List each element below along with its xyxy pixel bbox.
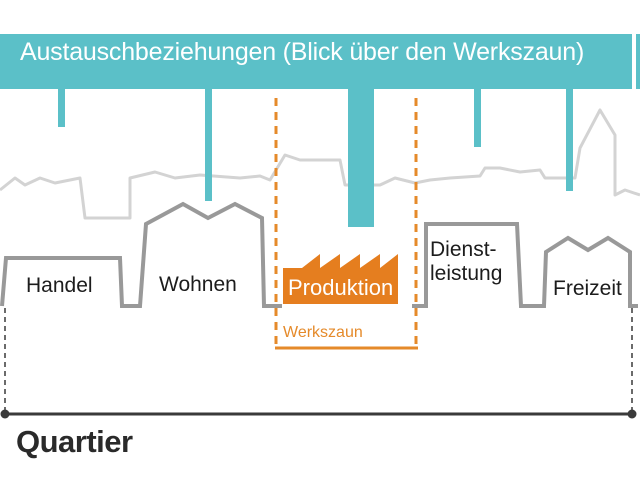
dienstleistung-line2: leistung <box>430 262 503 285</box>
connector-dienstleistung <box>474 89 481 147</box>
exchange-banner <box>0 34 632 89</box>
quartier-axis-right-dot <box>627 409 637 419</box>
connector-wohnen <box>205 89 212 201</box>
building-label-freizeit: Freizeit <box>553 277 622 300</box>
building-label-produktion: Produktion <box>288 275 394 300</box>
connector-freizeit <box>566 89 573 191</box>
building-label-dienstleistung: Dienst- leistung <box>430 238 502 286</box>
dienstleistung-line1: Dienst- <box>430 238 497 261</box>
building-label-handel: Handel <box>26 274 93 297</box>
quartier-axis-left-dot <box>0 409 10 419</box>
fence-label: Werkszaun <box>283 324 363 341</box>
connector-produktion <box>348 89 374 227</box>
banner-edge-segment <box>636 34 640 89</box>
district-label: Quartier <box>16 424 133 459</box>
background-skyline <box>0 108 640 220</box>
buildings-outline-right <box>412 222 638 308</box>
banner-title: Austauschbeziehungen (Blick über den Wer… <box>20 38 585 66</box>
building-label-wohnen: Wohnen <box>159 273 237 296</box>
factory-building <box>283 254 398 304</box>
connector-handel <box>58 89 65 127</box>
buildings-outline-left <box>0 201 282 308</box>
